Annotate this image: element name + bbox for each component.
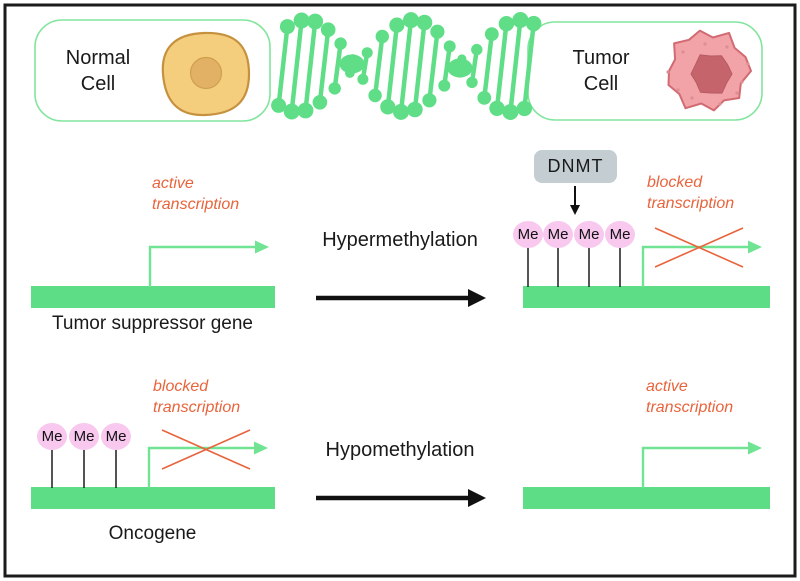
blocked-x-marks — [161, 227, 744, 470]
hypermethylation-label: Hypermethylation — [322, 229, 478, 251]
transcription-arrows — [147, 245, 749, 488]
promoter-arrow-hyper-right — [641, 245, 749, 287]
dnmt-enzyme-box: DNMT — [534, 150, 617, 183]
oncogene-label: Oncogene — [108, 523, 197, 544]
promoter-arrow-hypo-right — [641, 446, 749, 488]
promoter-arrow-hyper-left — [148, 245, 256, 287]
hypomethylation-label: Hypomethylation — [325, 439, 475, 461]
oncogene-bar — [31, 487, 275, 509]
tumor-cell-icon — [666, 29, 752, 112]
methyl-group-badge: Me — [513, 221, 543, 248]
transcription-arrowheads — [254, 240, 762, 455]
methyl-group-badge: Me — [101, 423, 131, 450]
process-arrows — [316, 295, 469, 501]
tumor-cell-label: Tumor Cell — [572, 47, 630, 95]
blocked-transcription-annotation-hypo: blocked transcription — [153, 378, 241, 416]
demethylated-oncogene-bar — [523, 487, 770, 509]
methyl-group-badge: Me — [543, 221, 573, 248]
normal-cell-label: Normal Cell — [65, 47, 131, 95]
process-arrowheads — [468, 289, 486, 507]
active-transcription-annotation-hyper: active transcription — [152, 175, 240, 213]
dna-helix-icon — [271, 12, 542, 120]
methyl-group-badge: Me — [605, 221, 635, 248]
outer-frame — [3, 3, 797, 578]
blocked-transcription-annotation-hyper: blocked transcription — [647, 174, 735, 212]
blocked-x-hyper — [654, 227, 744, 268]
methyl-stems — [51, 248, 621, 488]
blocked-x-hypo — [161, 429, 251, 470]
promoter-arrow-hypo-left — [147, 446, 255, 488]
normal-cell-box — [34, 19, 271, 122]
normal-cell-icon — [161, 31, 251, 117]
methyl-group-badge: Me — [574, 221, 604, 248]
tumor-cell-dots — [666, 42, 750, 106]
methyl-group-badge: Me — [37, 423, 67, 450]
gene-bars — [31, 286, 770, 509]
active-transcription-annotation-hypo: active transcription — [646, 378, 734, 416]
methylated-tumor-suppressor-gene-bar — [523, 286, 770, 308]
tumor-suppressor-gene-label: Tumor suppressor gene — [51, 313, 253, 334]
dnmt-arrow-icon — [570, 186, 580, 215]
methyl-group-badge: Me — [69, 423, 99, 450]
tumor-suppressor-gene-bar — [31, 286, 275, 308]
